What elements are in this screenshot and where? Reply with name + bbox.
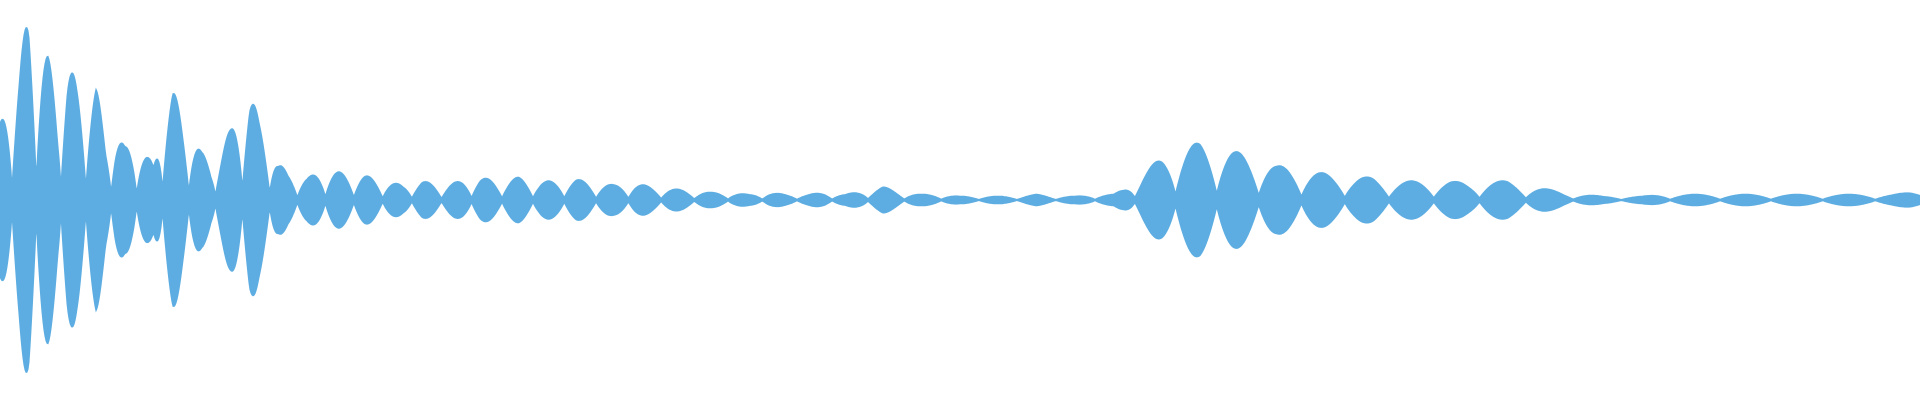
waveform-shape xyxy=(0,27,1920,373)
